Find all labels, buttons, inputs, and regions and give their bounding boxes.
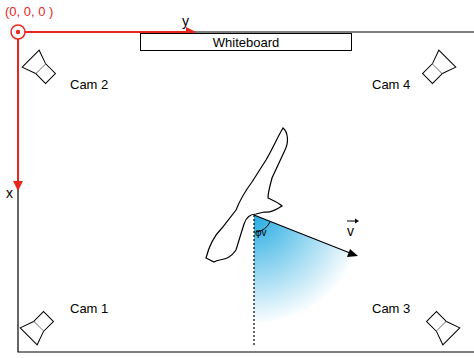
axis-label: x [6, 186, 13, 200]
angle-label: φv [255, 228, 266, 238]
vector-accent-head [355, 219, 359, 224]
camera-label: Cam 3 [372, 302, 410, 315]
origin-marker [11, 25, 25, 39]
camera-icon [423, 308, 460, 345]
x-axis [17, 32, 19, 182]
camera-label: Cam 4 [372, 78, 410, 91]
axis-label: y [182, 14, 189, 28]
origin-label: (0, 0, 0 ) [5, 5, 53, 18]
camera-icon [419, 50, 456, 87]
camera-label: Cam 1 [70, 302, 108, 315]
reference-line [253, 215, 254, 345]
axis-arrowhead [13, 181, 23, 191]
whiteboard-box: Whiteboard [140, 33, 352, 51]
view-sector [254, 215, 355, 322]
camera-icon [20, 308, 57, 345]
vector-label: v [347, 224, 354, 238]
box-label: Whiteboard [213, 36, 279, 49]
camera-icon [22, 50, 59, 87]
view-vector [254, 215, 350, 253]
room-wall [18, 32, 474, 352]
person-outline [206, 128, 287, 262]
vector-arrowhead [347, 249, 358, 257]
origin-dot [16, 30, 20, 34]
camera-label: Cam 2 [70, 78, 108, 91]
